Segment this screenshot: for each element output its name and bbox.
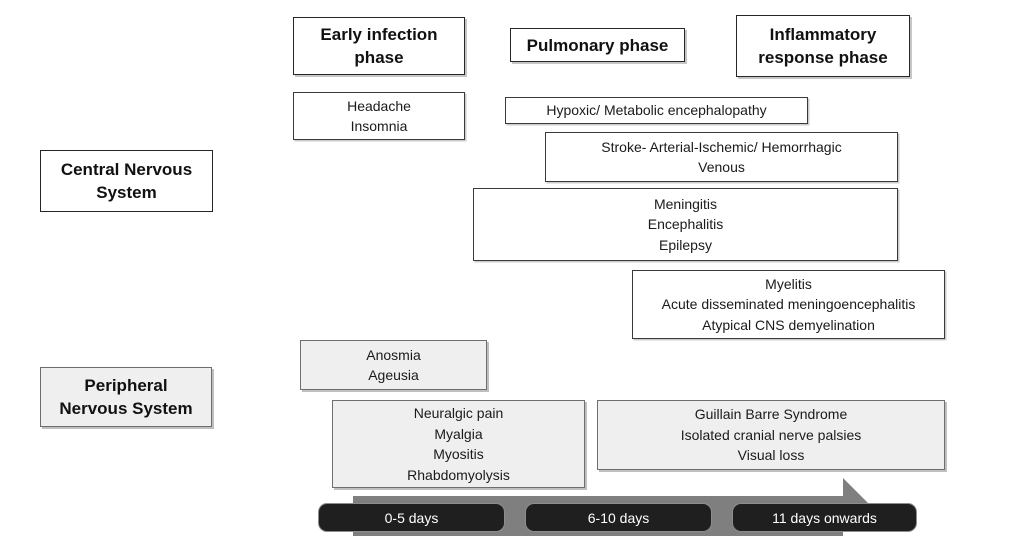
- pns-box-neuralgic-pain-myalgia-myositis-rhabdomyolysis: Neuralgic pain Myalgia Myositis Rhabdomy…: [332, 400, 585, 488]
- symptom-line: Guillain Barre Syndrome: [694, 406, 848, 423]
- symptom-line: Atypical CNS demyelination: [702, 316, 875, 333]
- symptom-line: Isolated cranial nerve palsies: [680, 426, 862, 443]
- pns-box-anosmia-ageusia: Anosmia Ageusia: [300, 340, 487, 390]
- phase-header-line: Inflammatory: [769, 25, 877, 44]
- system-label-line: System: [96, 183, 157, 202]
- symptom-line: Stroke- Arterial-Ischemic/ Hemorrhagic: [601, 138, 842, 155]
- phase-header-inflammatory-response: Inflammatory response phase: [736, 15, 910, 77]
- timeline-segment-6-10-days: 6-10 days: [525, 503, 712, 532]
- system-label-line: Central Nervous: [60, 160, 193, 179]
- symptom-line: Ageusia: [368, 367, 419, 383]
- phase-header-line: Early infection: [320, 25, 438, 44]
- phase-header-pulmonary: Pulmonary phase: [510, 28, 685, 62]
- symptom-line: Venous: [698, 159, 745, 175]
- timeline-segment-0-5-days: 0-5 days: [318, 503, 505, 532]
- symptom-line: Rhabdomyolysis: [407, 466, 510, 483]
- symptom-line: Visual loss: [737, 447, 805, 464]
- cns-box-hypoxic-metabolic-encephalopathy: Hypoxic/ Metabolic encephalopathy: [505, 97, 808, 124]
- cns-box-stroke: Stroke- Arterial-Ischemic/ Hemorrhagic V…: [545, 132, 898, 182]
- phase-header-line: Pulmonary phase: [526, 35, 669, 55]
- symptom-line: Hypoxic/ Metabolic encephalopathy: [546, 102, 767, 119]
- phase-header-line: phase: [354, 48, 404, 67]
- symptom-line: Insomnia: [350, 118, 408, 134]
- symptom-line: Neuralgic pain: [413, 405, 504, 421]
- system-label-central-nervous-system: Central Nervous System: [40, 150, 213, 212]
- cns-box-headache-insomnia: Headache Insomnia: [293, 92, 465, 140]
- timeline-segment-11-days-onwards: 11 days onwards: [732, 503, 917, 532]
- symptom-line: Acute disseminated meningoencephalitis: [661, 296, 916, 313]
- phase-header-early-infection: Early infection phase: [293, 17, 465, 75]
- symptom-line: Encephalitis: [647, 216, 724, 233]
- symptom-line: Epilepsy: [659, 236, 712, 253]
- system-label-line: Nervous System: [59, 399, 193, 418]
- system-label-line: Peripheral: [84, 376, 168, 395]
- symptom-line: Headache: [347, 97, 411, 114]
- system-label-peripheral-nervous-system: Peripheral Nervous System: [40, 367, 212, 427]
- symptom-line: Myelitis: [765, 275, 812, 292]
- pns-box-gbs-cranial-palsies-visual-loss: Guillain Barre Syndrome Isolated cranial…: [597, 400, 945, 470]
- cns-box-meningitis-encephalitis-epilepsy: Meningitis Encephalitis Epilepsy: [473, 188, 898, 261]
- phase-header-line: response phase: [758, 48, 888, 67]
- cns-box-myelitis-adem-demyelination: Myelitis Acute disseminated meningoencep…: [632, 270, 945, 339]
- symptom-line: Myalgia: [434, 425, 483, 442]
- symptom-line: Myositis: [433, 446, 484, 462]
- symptom-line: Anosmia: [366, 346, 421, 363]
- symptom-line: Meningitis: [653, 195, 718, 212]
